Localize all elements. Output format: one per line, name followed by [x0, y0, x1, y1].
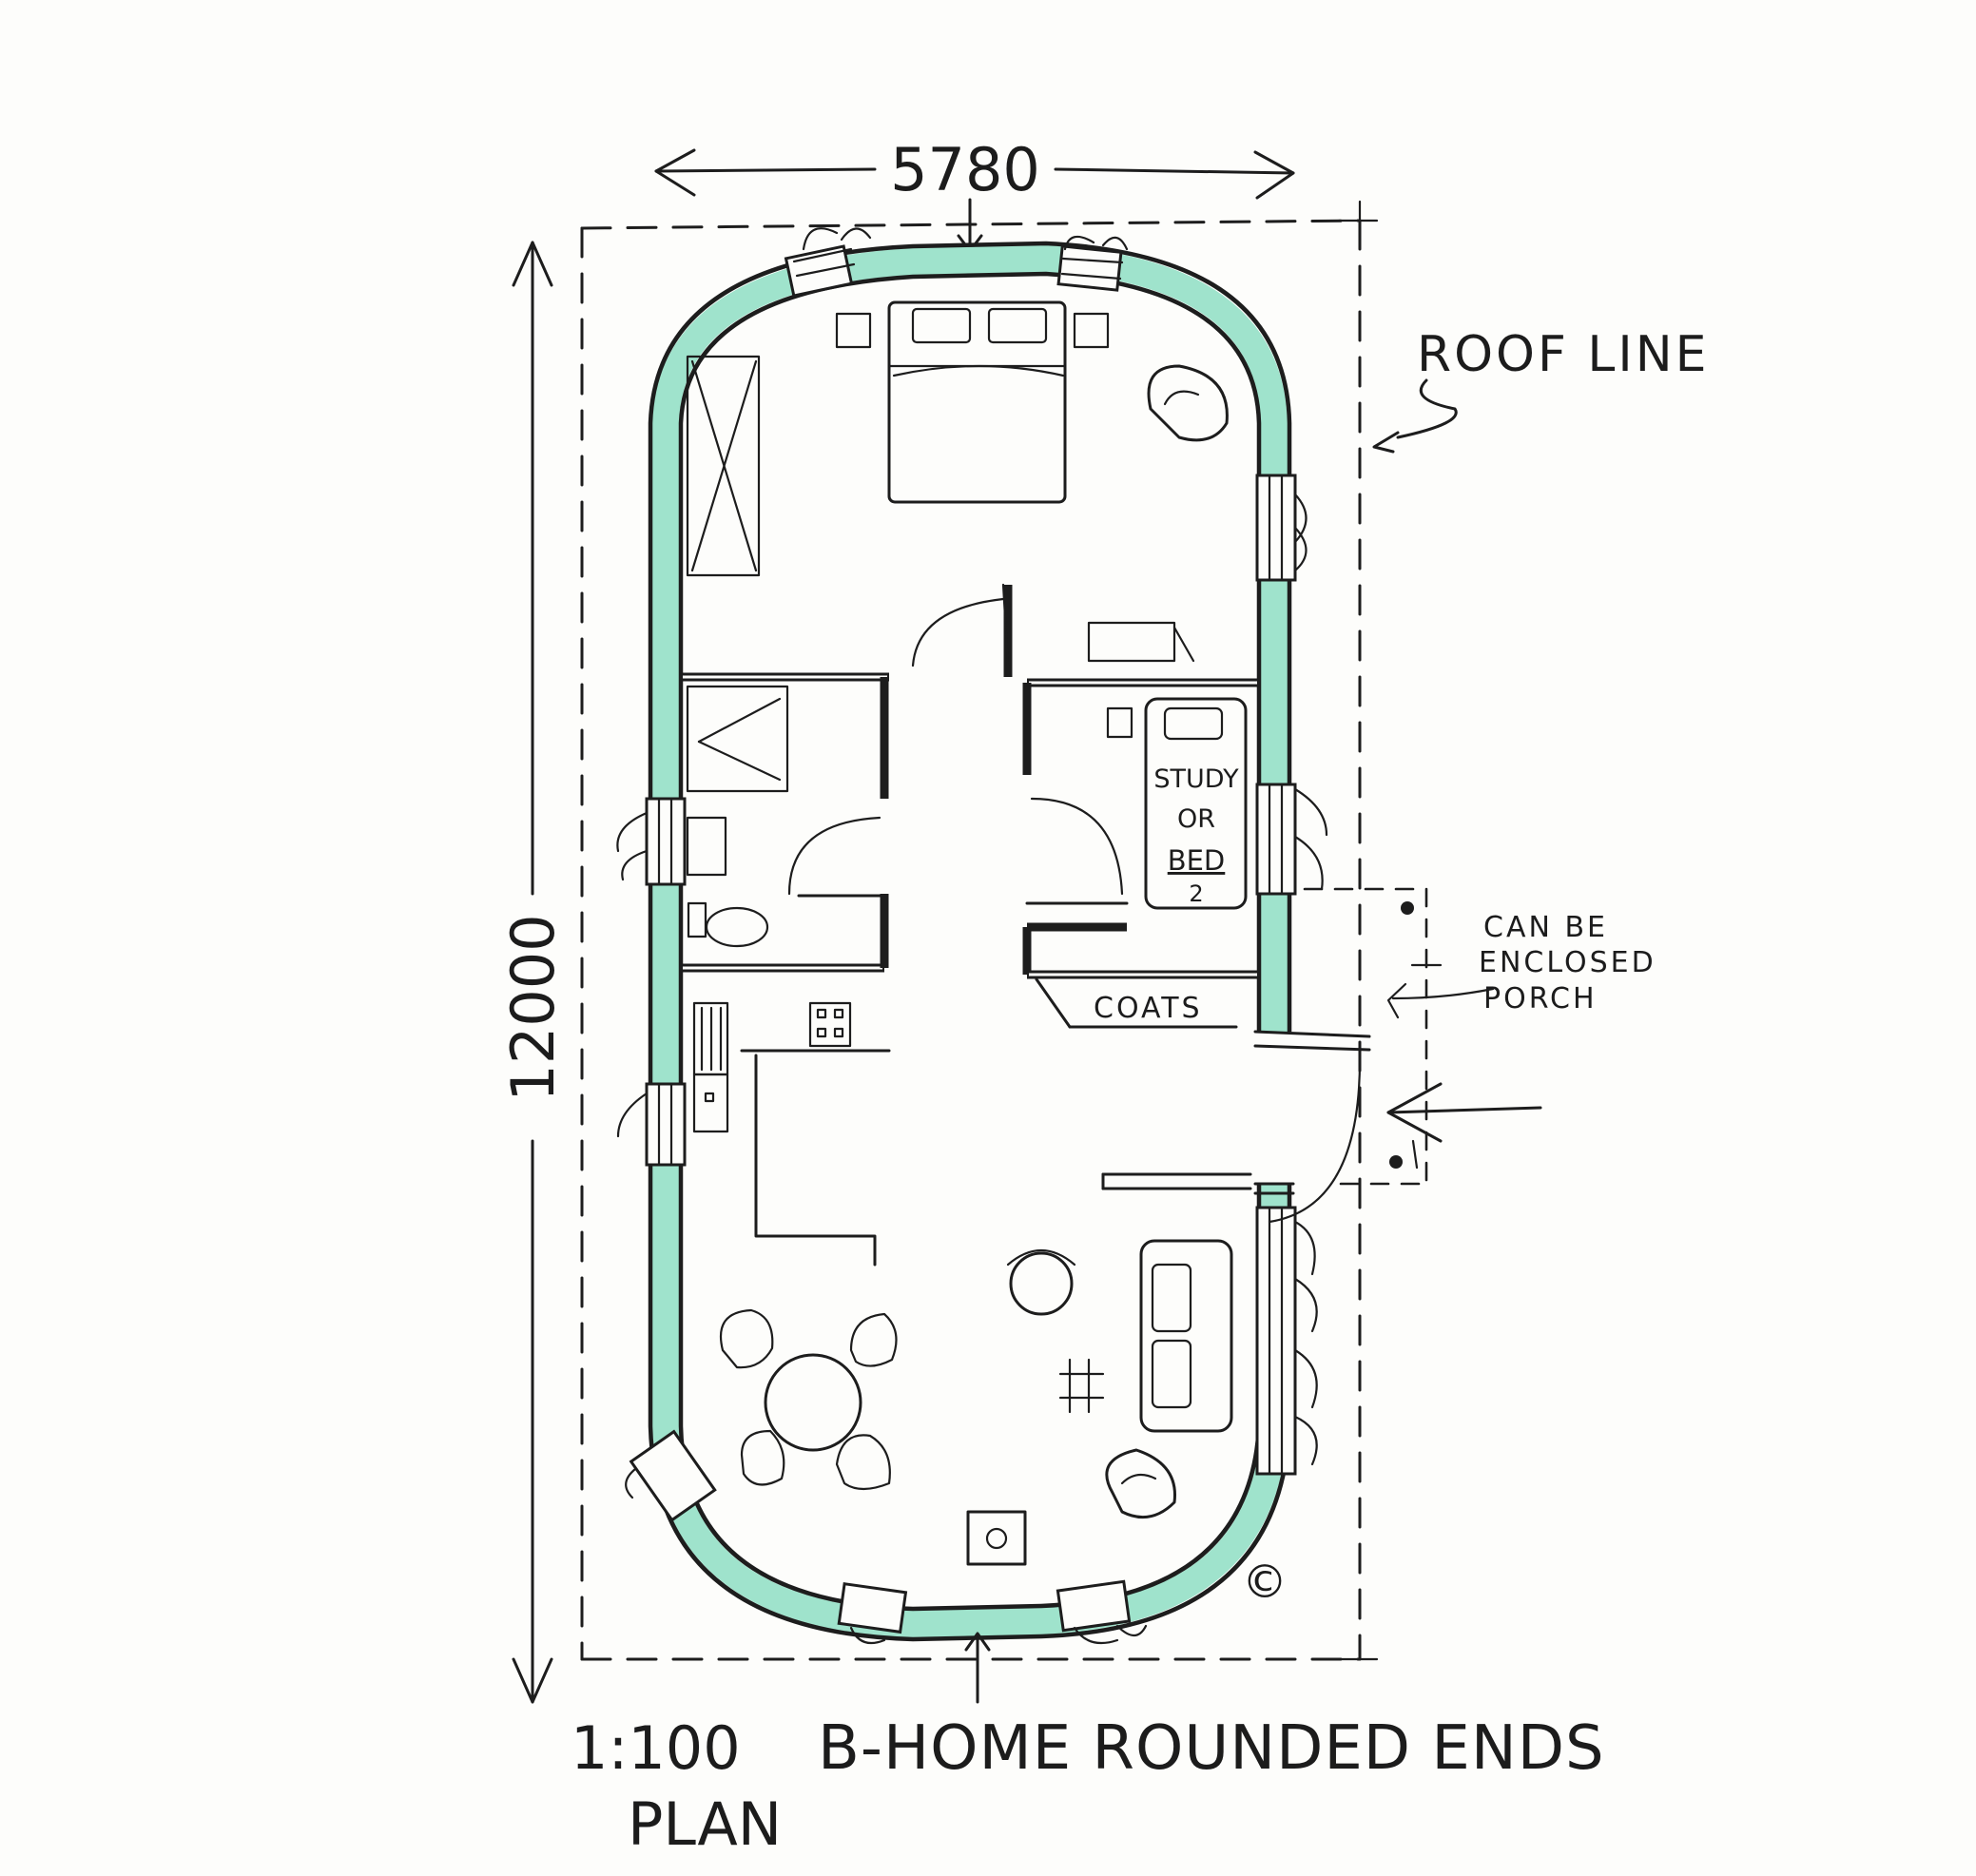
window-left-upper [616, 797, 687, 886]
window-bottom-left-2 [837, 1582, 908, 1645]
fridge [692, 1073, 729, 1133]
dining-chair-2 [849, 1312, 898, 1367]
width-dimension-label: 5780 [890, 135, 1040, 204]
living-furniture: © [966, 1239, 1288, 1609]
living-armchair-bottom [1105, 1448, 1176, 1519]
side-table [1058, 1358, 1105, 1414]
window-right-lower [1255, 1206, 1318, 1476]
living-armchair-top [1006, 1248, 1076, 1316]
width-dimension: 5780 [654, 135, 1295, 253]
window-right-mid [1255, 783, 1328, 896]
kitchen-fixtures [692, 1001, 852, 1133]
length-dimension: 12000 [498, 241, 568, 1704]
window-bottom-right [1056, 1579, 1148, 1645]
dining-chair-1 [719, 1308, 774, 1369]
wall-marker-arrows [964, 1632, 991, 1704]
title-block: 1:100 PLAN B-HOME ROUNDED ENDS [571, 1713, 1605, 1859]
window-right-upper [1255, 474, 1308, 582]
roof-line-annotation: ROOF LINE [1372, 326, 1710, 454]
bedroom-furniture [686, 300, 1229, 663]
porch-post-bottom [1389, 1155, 1403, 1169]
dining-table [764, 1353, 862, 1452]
window-left-lower [616, 1082, 687, 1167]
window-bottom-left [625, 1429, 717, 1522]
porch-annotation: CAN BE ENCLOSED PORCH [1386, 911, 1656, 1019]
kitchen-sink [692, 1001, 729, 1076]
wardrobe [686, 355, 761, 577]
study-room: STUDY OR BED 2 [1106, 697, 1248, 910]
study-nightstand [1106, 706, 1133, 739]
stove [808, 1001, 852, 1048]
nightstand-left [835, 312, 872, 349]
dining-chair-4 [835, 1434, 891, 1491]
porch-label-line-2: ENCLOSED [1479, 946, 1656, 979]
study-label-line-3: BED [1168, 844, 1226, 877]
coats-label: COATS [1094, 992, 1203, 1025]
wood-stove [966, 1510, 1027, 1566]
window-top-left [784, 227, 872, 298]
porch-label-line-1: CAN BE [1483, 911, 1608, 944]
windows [616, 227, 1328, 1645]
sofa [1139, 1239, 1233, 1433]
bedroom-desk [1087, 621, 1176, 663]
study-label-line-4: 2 [1189, 880, 1203, 907]
scale-label: 1:100 [571, 1713, 741, 1783]
shower [686, 685, 789, 793]
copyright-mark: © [1242, 1556, 1288, 1609]
porch-post-top [1401, 901, 1414, 915]
entry-arrow [1386, 1082, 1542, 1143]
door-swings [787, 583, 1362, 1224]
study-label-line-1: STUDY [1153, 764, 1239, 794]
dining-chair-3 [740, 1429, 785, 1486]
bedroom-armchair [1147, 364, 1229, 442]
porch-label-line-3: PORCH [1483, 982, 1598, 1015]
roof-line-label: ROOF LINE [1417, 326, 1710, 383]
toilet [687, 901, 769, 948]
window-top-right [1056, 235, 1129, 292]
nightstand-right [1073, 312, 1110, 349]
length-dimension-label: 12000 [498, 914, 568, 1101]
study-label-line-2: OR [1177, 804, 1215, 834]
study-bed [1144, 697, 1248, 910]
drawing-title: B-HOME ROUNDED ENDS [818, 1713, 1605, 1784]
double-bed [887, 300, 1067, 504]
dining-set [719, 1308, 898, 1491]
bathroom-fixtures [686, 685, 789, 948]
plan-label: PLAN [628, 1789, 782, 1859]
vanity [686, 816, 727, 877]
